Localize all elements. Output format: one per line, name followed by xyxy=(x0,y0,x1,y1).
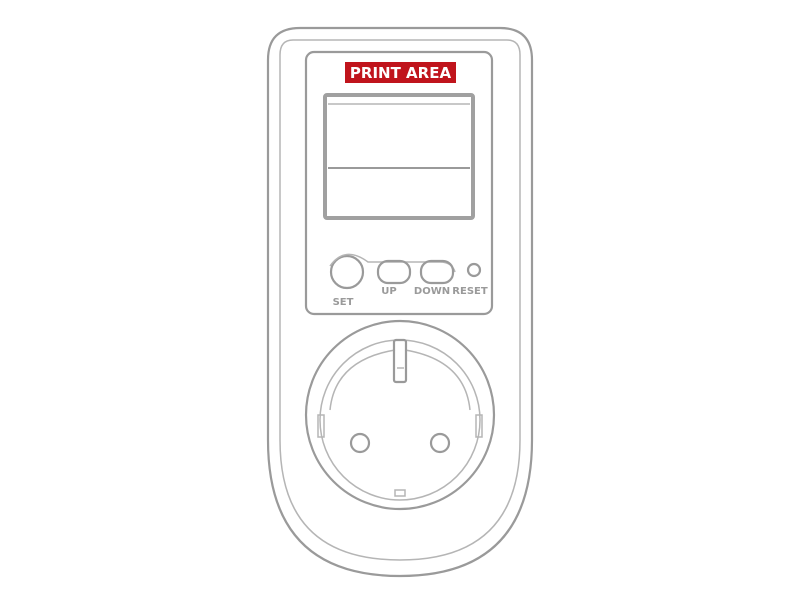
socket-outer-ring xyxy=(304,319,496,511)
reset-label: RESET xyxy=(452,286,488,297)
pin-hole-right xyxy=(429,432,451,454)
socket-inner-ring xyxy=(319,339,481,501)
print-area-label: PRINT AREA xyxy=(350,64,452,82)
lcd-display xyxy=(323,93,475,220)
down-button[interactable] xyxy=(419,259,455,285)
earth-clip-right xyxy=(475,414,483,438)
earth-clip-left xyxy=(317,414,325,438)
reset-button[interactable] xyxy=(466,262,482,278)
front-panel xyxy=(304,50,494,316)
down-label: DOWN xyxy=(414,286,450,297)
up-label: UP xyxy=(381,286,396,297)
set-button[interactable] xyxy=(329,254,365,290)
device-inner-outline xyxy=(279,39,521,561)
bottom-notch xyxy=(394,489,406,497)
set-label: SET xyxy=(333,297,354,308)
print-area-badge xyxy=(345,62,456,83)
earth-clip-top xyxy=(392,338,408,384)
pin-hole-left xyxy=(349,432,371,454)
device-body xyxy=(266,26,534,578)
up-button[interactable] xyxy=(376,259,412,285)
